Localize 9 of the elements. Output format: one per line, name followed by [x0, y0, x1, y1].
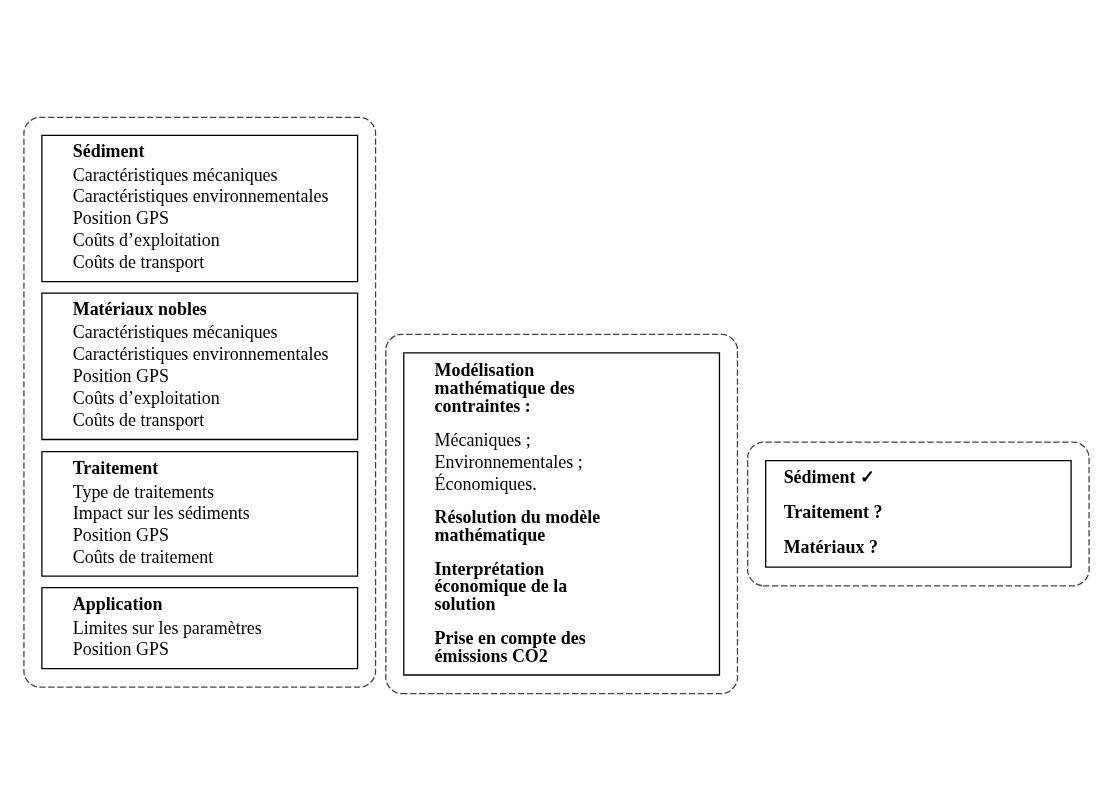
- node-box: Traitement Type de traitements Impact sur les sédiments Position GPS Coûts de traitement: [41, 450, 359, 577]
- node-box: Application Limites sur les paramètres Position GPS: [41, 586, 359, 669]
- node-box: Modélisation mathématique des contraintes : Mécaniques ; Environnementales ; Économiques. Résolution du modèle mathématique Interprétation économique de la solution Prise en compte des émissions CO2: [403, 351, 721, 676]
- node-box: Sédiment Caractéristiques mécaniques Caractéristiques environnementales Position GPS Coûts d’exploitation Coûts de transport: [41, 134, 359, 282]
- node-box: Matériaux nobles Caractéristiques mécaniques Caractéristiques environnementales Position GPS Coûts d’exploitation Coûts de transport: [41, 292, 359, 440]
- cluster: [747, 440, 1090, 586]
- cluster: [23, 116, 377, 688]
- cluster: [385, 333, 739, 694]
- node-box: Sédiment ✓ Traitement ? Matériaux ?: [765, 459, 1072, 568]
